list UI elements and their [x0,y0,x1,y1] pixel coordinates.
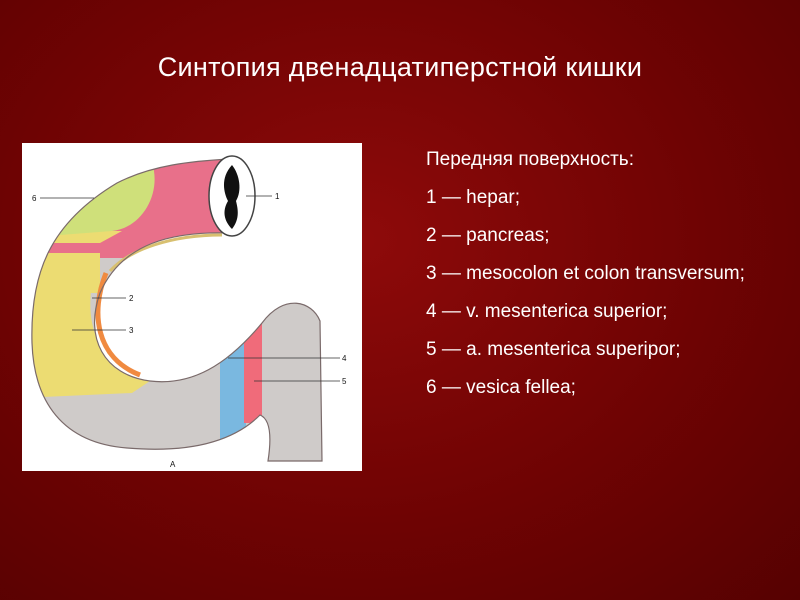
legend-item-hepar: 1 — hepar; [426,187,520,208]
slide-title: Синтопия двенадцатиперстной кишки [157,52,643,82]
duodenum-diagram: 1 2 3 4 5 6 A [22,143,362,471]
legend-item-mesocolon: 3 — mesocolon et colon transversum; [426,263,745,284]
callout-5: 5 [342,377,347,386]
callout-4: 4 [342,354,347,363]
callout-6: 6 [32,194,37,203]
vein-region [220,318,246,461]
legend-item-vein: 4 — v. mesenterica superior; [426,301,668,322]
legend-item-vesica-fellea: 6 — vesica fellea; [426,377,576,398]
figure-caption: A [170,460,176,469]
pancreas-band [95,272,141,378]
legend-item-artery: 5 — a. mesenterica superipor; [426,339,681,360]
artery-region [244,303,262,423]
legend-heading: Передняя поверхность: [426,149,634,170]
callout-2: 2 [129,294,134,303]
legend-item-pancreas: 2 — pancreas; [426,225,550,246]
callout-3: 3 [129,326,134,335]
callout-1: 1 [275,192,280,201]
duodenum-illustration: 1 2 3 4 5 6 A [31,155,347,469]
legend: Передняя поверхность: 1 — hepar; 2 — pan… [426,148,746,414]
